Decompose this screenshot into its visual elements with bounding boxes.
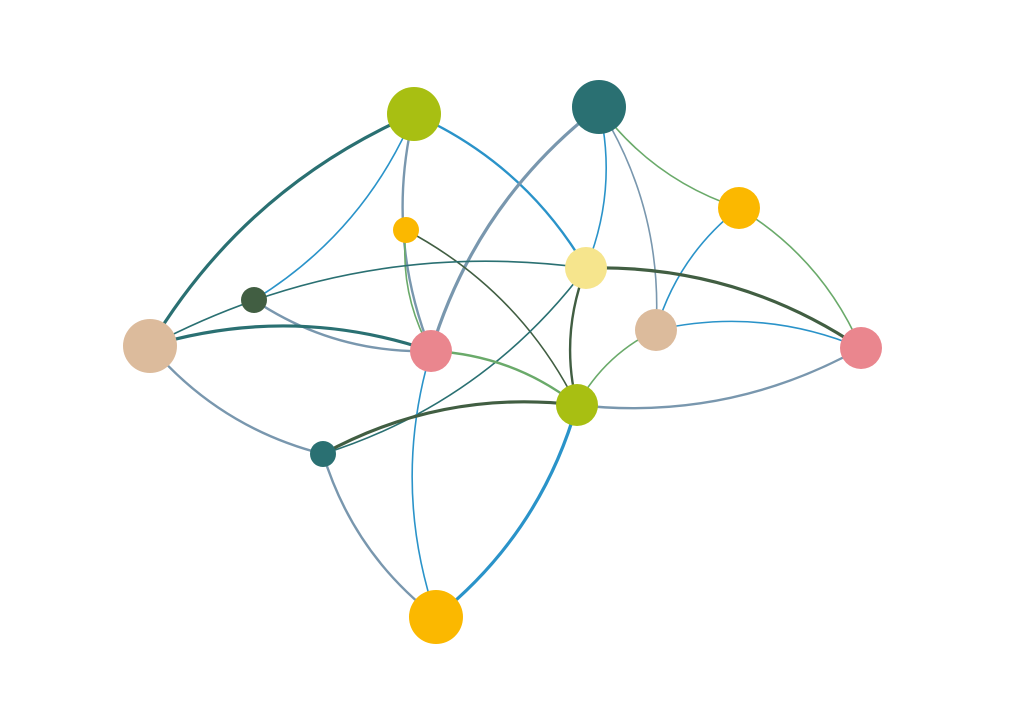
node-n2 bbox=[572, 80, 626, 134]
edge-n8-n13 bbox=[411, 350, 437, 618]
edge-n11-n13 bbox=[434, 403, 579, 619]
edge-n6-n8 bbox=[252, 298, 433, 353]
edge-n2-n9 bbox=[598, 106, 658, 331]
node-n12 bbox=[310, 441, 336, 467]
node-n5 bbox=[565, 247, 607, 289]
edge-n3-n10 bbox=[738, 207, 862, 349]
node-n9 bbox=[635, 309, 677, 351]
edge-n7-n12 bbox=[148, 344, 325, 456]
edge-n5-n12 bbox=[322, 267, 587, 455]
edges-layer bbox=[148, 105, 863, 619]
node-n8 bbox=[410, 330, 452, 372]
edge-n12-n13 bbox=[321, 452, 438, 619]
edge-n7-n8 bbox=[148, 324, 433, 353]
node-n3 bbox=[718, 187, 760, 229]
edge-n5-n10 bbox=[584, 266, 863, 350]
node-n13 bbox=[409, 590, 463, 644]
node-n1 bbox=[387, 87, 441, 141]
edge-n1-n7 bbox=[148, 112, 416, 348]
edge-n8-n11 bbox=[429, 349, 579, 407]
nodes-layer bbox=[123, 80, 882, 644]
edge-n10-n11 bbox=[575, 346, 863, 410]
node-n4 bbox=[393, 217, 419, 243]
node-n10 bbox=[840, 327, 882, 369]
node-n11 bbox=[556, 384, 598, 426]
edge-n3-n9 bbox=[655, 207, 740, 331]
edge-n4-n11 bbox=[405, 229, 578, 406]
node-n6 bbox=[241, 287, 267, 313]
edge-n2-n8 bbox=[429, 105, 601, 353]
edge-n9-n10 bbox=[655, 320, 862, 349]
edge-n11-n12 bbox=[321, 400, 579, 456]
edge-n1-n5 bbox=[412, 112, 588, 270]
node-n7 bbox=[123, 319, 177, 373]
edge-n1-n6 bbox=[253, 113, 415, 301]
edge-n5-n7 bbox=[149, 260, 587, 347]
